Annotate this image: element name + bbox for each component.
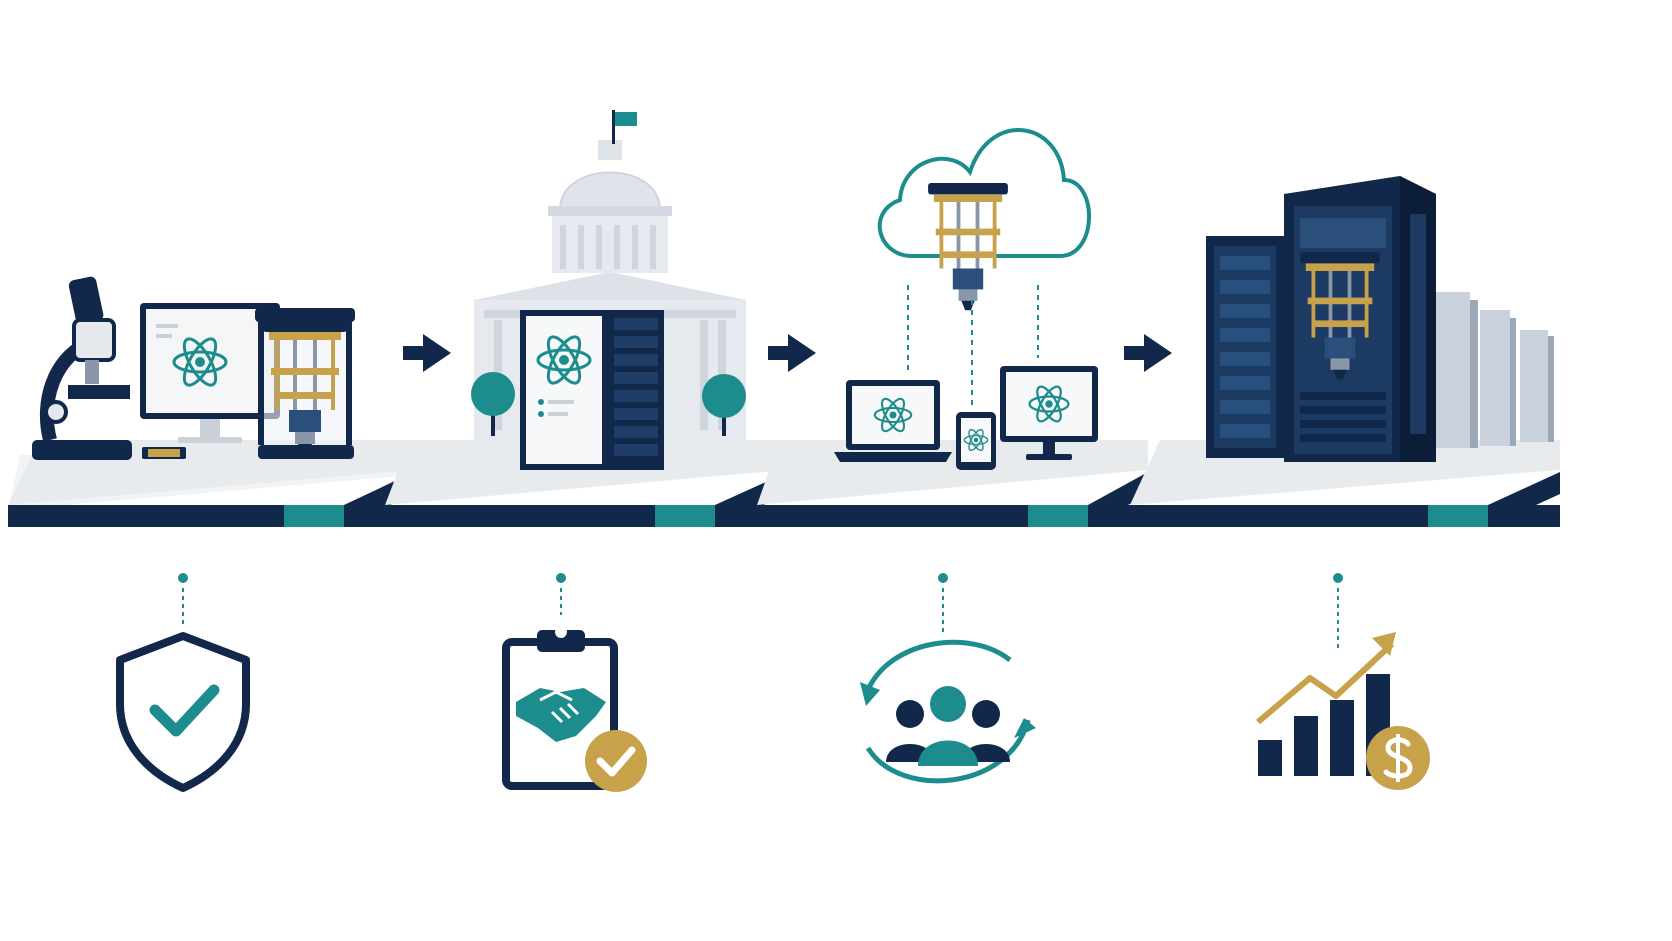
clipboard-handshake-check-icon [502, 626, 647, 792]
flag-icon [612, 110, 637, 144]
quantum-processor-icon [928, 183, 1008, 311]
laptop-icon [834, 380, 952, 462]
tree-icon [471, 372, 515, 436]
tree-icon [702, 374, 746, 436]
server-row-icon [1436, 292, 1554, 448]
data-center-scene [1206, 176, 1554, 462]
shield-check-icon [116, 632, 250, 792]
arrow-right-icon [403, 334, 451, 372]
cloud-access-scene [834, 128, 1098, 470]
government-building-scene [471, 110, 746, 470]
server-rack-icon [1206, 236, 1284, 458]
tablet-icon [956, 412, 996, 470]
leader-lines [178, 573, 1343, 648]
platform-3 [757, 440, 1148, 527]
server-rack-icon [608, 310, 664, 470]
growth-chart-dollar-icon [1256, 632, 1430, 790]
monitor-atom-icon [140, 303, 280, 443]
chip-icon [142, 447, 186, 459]
people-cycle-icon [860, 639, 1036, 784]
connection-lines [907, 285, 1039, 410]
research-lab-scene [32, 276, 355, 460]
platform-2 [385, 440, 788, 527]
arrow-right-icon [768, 334, 816, 372]
cloud-icon [877, 128, 1091, 258]
arrow-right-icon [1124, 334, 1172, 372]
quantum-computer-icon [255, 308, 355, 459]
microscope-icon [32, 276, 132, 460]
atom-panel-icon [520, 310, 608, 470]
desktop-icon [1000, 366, 1098, 460]
quantum-core-tower-icon [1284, 176, 1436, 462]
